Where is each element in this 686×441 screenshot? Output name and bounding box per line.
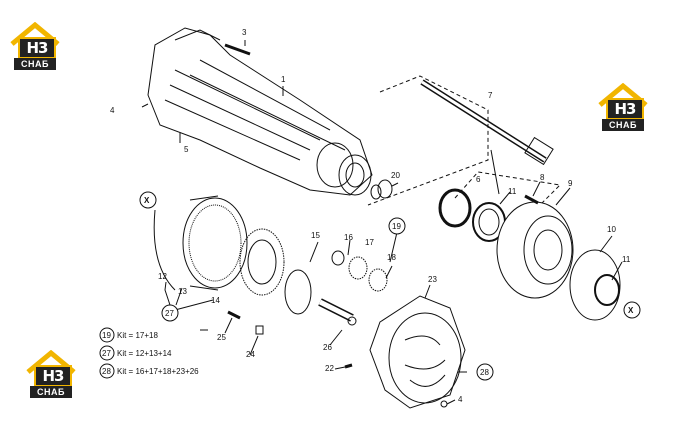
callout-x-right: X: [628, 306, 634, 315]
callout-4b: 4: [458, 395, 463, 404]
callout-14: 14: [211, 296, 220, 305]
callout-17: 17: [365, 238, 374, 247]
kit-text: Kit = 16+17+18+23+26: [117, 367, 199, 376]
kit-legend: 19 Kit = 17+18 27 Kit = 12+13+14 28 Kit …: [99, 327, 199, 379]
callout-10: 10: [607, 225, 616, 234]
kit-no: 28: [102, 367, 111, 376]
logo-sub: CHAБ: [14, 58, 56, 70]
callout-18: 18: [387, 253, 396, 262]
callout-19: 19: [392, 222, 401, 231]
logo-mark: H3: [606, 98, 644, 120]
kit-text: Kit = 17+18: [117, 331, 158, 340]
gear-14-drawing: [239, 228, 285, 296]
brand-logo: H3 CHAБ: [10, 22, 60, 72]
circle-28: 28: [476, 363, 494, 381]
logo-mark: H3: [18, 37, 56, 59]
callout-25: 25: [217, 333, 226, 342]
brand-logo: H3 CHAБ: [598, 83, 648, 133]
callout-28: 28: [480, 368, 489, 377]
callout-22: 22: [325, 364, 334, 373]
callout-7: 7: [488, 91, 493, 100]
callout-labels: 1 3 4 5 7 8 9 10 11 6 11 20: [110, 28, 631, 264]
callout-4: 4: [110, 106, 115, 115]
callout-x-left: X: [144, 196, 150, 205]
callout-6: 6: [476, 175, 481, 184]
callout-11b: 11: [622, 255, 631, 264]
kit-row: 28 Kit = 16+17+18+23+26: [99, 363, 199, 379]
kit-no: 19: [102, 331, 111, 340]
seal-6-drawing: [438, 188, 472, 228]
ring-gear-drawing: [153, 195, 248, 291]
callout-9: 9: [568, 179, 573, 188]
drive-shaft-drawing: [420, 79, 554, 166]
logo-mark: H3: [34, 365, 72, 387]
callout-16: 16: [344, 233, 353, 242]
planetary-cover-drawing: [369, 295, 466, 409]
wheel-hub-drawing: [496, 201, 574, 299]
callout-24: 24: [246, 350, 255, 359]
callout-1: 1: [281, 75, 286, 84]
brand-logo: H3 CHAБ: [26, 350, 76, 400]
seal-10-drawing: [569, 249, 621, 321]
logo-sub: CHAБ: [30, 386, 72, 398]
bolt-3-drawing: [224, 43, 251, 56]
circle-19: 19: [388, 217, 406, 235]
callout-8: 8: [540, 173, 545, 182]
callout-11: 11: [508, 187, 517, 196]
circle-27: 27: [161, 304, 179, 322]
logo-sub: CHAБ: [602, 119, 644, 131]
callout-26: 26: [323, 343, 332, 352]
planet-carrier-drawing: [284, 269, 312, 315]
callout-12: 12: [158, 272, 167, 281]
callout-3: 3: [242, 28, 247, 37]
callout-13: 13: [178, 287, 187, 296]
callout-27: 27: [165, 309, 174, 318]
callout-15: 15: [311, 231, 320, 240]
kit-row: 19 Kit = 17+18: [99, 327, 158, 343]
circle-x-right: X: [623, 301, 641, 319]
callout-5: 5: [184, 145, 189, 154]
kit-no: 27: [102, 349, 111, 358]
seal-20-drawing: [377, 179, 393, 199]
kit-text: Kit = 12+13+14: [117, 349, 172, 358]
callout-20: 20: [391, 171, 400, 180]
circle-x-left: X: [139, 191, 157, 209]
axle-housing-drawing: [147, 27, 373, 196]
kit-row: 27 Kit = 12+13+14: [99, 345, 172, 361]
callout-23: 23: [428, 275, 437, 284]
